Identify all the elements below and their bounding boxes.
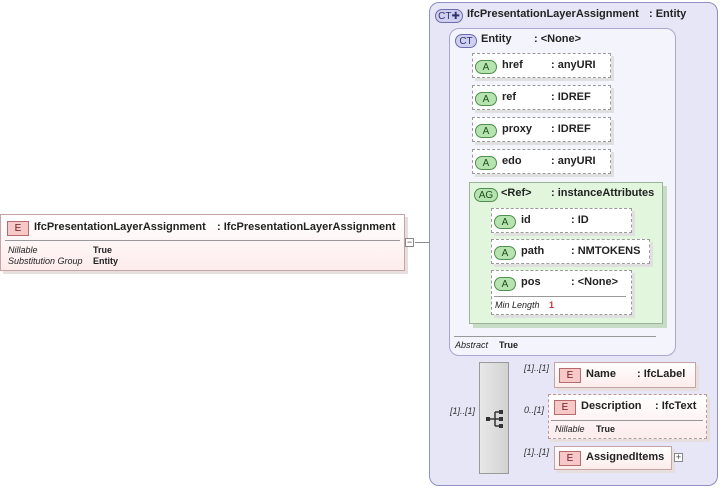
attribute-id[interactable]: A id : ID <box>491 208 632 233</box>
expand-toggle[interactable]: + <box>674 452 683 462</box>
complex-type-name: IfcPresentationLayerAssignment <box>467 8 639 20</box>
attribute-type: : anyURI <box>551 155 596 167</box>
root-element[interactable]: E IfcPresentationLayerAssignment : IfcPr… <box>0 214 405 271</box>
attribute-path[interactable]: A path : NMTOKENS <box>491 239 650 264</box>
element-description-divider <box>551 420 703 421</box>
attribute-edo[interactable]: A edo : anyURI <box>472 149 611 174</box>
collapse-toggle[interactable]: − <box>405 237 414 247</box>
element-badge: E <box>559 368 581 383</box>
attribute-type: : NMTOKENS <box>571 245 641 257</box>
assigneditems-occurrence: [1]..[1] <box>524 447 550 457</box>
element-badge: E <box>7 221 29 236</box>
element-name-type: : IfcLabel <box>637 368 686 380</box>
prop-value-nillable: True <box>596 424 616 434</box>
entity-abstract-label: Abstract <box>455 340 489 350</box>
prop-label-nillable: Nillable <box>555 424 585 434</box>
attribute-badge: A <box>475 156 497 170</box>
element-assigneditems-label: AssignedItems <box>586 451 665 463</box>
attribute-type: : <None> <box>571 276 619 288</box>
attribute-group-name: <Ref> <box>501 187 532 199</box>
element-assigneditems[interactable]: E AssignedItems <box>554 446 672 470</box>
attribute-type: : ID <box>571 214 589 226</box>
attribute-type: : IDREF <box>551 123 591 135</box>
attribute-group-type: : instanceAttributes <box>551 187 655 199</box>
prop-label-min-length: Min Length <box>495 300 540 310</box>
attribute-href[interactable]: A href : anyURI <box>472 53 611 78</box>
attribute-name: path <box>521 245 545 257</box>
attribute-pos[interactable]: A pos : <None> Min Length 1 <box>491 270 632 315</box>
complex-type-base: : Entity <box>649 8 687 20</box>
prop-label-nillable: Nillable <box>8 245 38 255</box>
attribute-badge: A <box>475 124 497 138</box>
sequence-icon <box>486 410 503 428</box>
prop-value-substitution-group: Entity <box>93 256 119 266</box>
attribute-name: href <box>502 59 523 71</box>
connector-root <box>415 242 439 243</box>
attribute-name: pos <box>521 276 541 288</box>
entity-abstract-value: True <box>499 340 519 350</box>
attribute-name: edo <box>502 155 522 167</box>
prop-label-substitution-group: Substitution Group <box>8 256 83 266</box>
attribute-type: : anyURI <box>551 59 596 71</box>
attribute-name: id <box>521 214 531 226</box>
element-badge: E <box>554 400 576 415</box>
attribute-pos-divider <box>494 296 626 297</box>
root-element-divider <box>5 240 400 241</box>
attribute-group-badge: AG <box>474 188 498 202</box>
complex-type-badge: CT✚ <box>435 9 463 23</box>
element-name[interactable]: E Name : IfcLabel <box>554 362 696 388</box>
attribute-badge: A <box>475 60 497 74</box>
attribute-name: ref <box>502 91 517 103</box>
entity-badge: CT <box>455 34 477 48</box>
prop-value-min-length: 1 <box>549 300 555 310</box>
element-description[interactable]: E Description : IfcText Nillable True <box>548 394 707 439</box>
root-element-type: : IfcPresentationLayerAssignment <box>217 221 396 233</box>
description-occurrence: 0..[1] <box>524 405 545 415</box>
entity-name: Entity <box>481 33 512 45</box>
name-occurrence: [1]..[1] <box>524 363 550 373</box>
element-badge: E <box>559 451 581 466</box>
attribute-badge: A <box>494 215 516 229</box>
attribute-type: : IDREF <box>551 91 591 103</box>
attribute-badge: A <box>494 277 516 291</box>
sequence-compositor[interactable] <box>479 362 509 474</box>
entity-type: : <None> <box>534 33 582 45</box>
sequence-occurrence: [1]..[1] <box>450 406 476 416</box>
root-element-name: IfcPresentationLayerAssignment <box>34 221 206 233</box>
attribute-proxy[interactable]: A proxy : IDREF <box>472 117 611 142</box>
attribute-ref[interactable]: A ref : IDREF <box>472 85 611 110</box>
attribute-badge: A <box>494 246 516 260</box>
entity-divider <box>454 336 656 337</box>
element-description-label: Description <box>581 400 642 412</box>
attribute-name: proxy <box>502 123 532 135</box>
attribute-badge: A <box>475 92 497 106</box>
element-name-label: Name <box>586 368 616 380</box>
prop-value-nillable: True <box>93 245 113 255</box>
element-description-type: : IfcText <box>655 400 697 412</box>
